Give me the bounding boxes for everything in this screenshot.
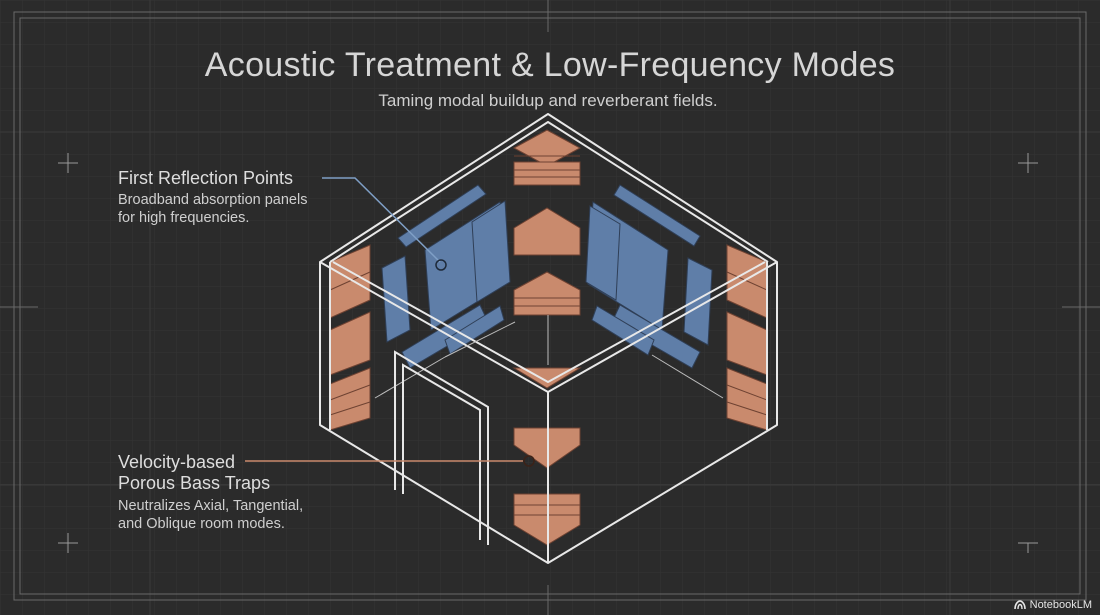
callout-bass-traps-title-line: Porous Bass Traps bbox=[118, 473, 271, 493]
brand-watermark: NotebookLM bbox=[1013, 599, 1092, 611]
panel-left-back-wall bbox=[381, 184, 511, 369]
corner-crosshairs bbox=[58, 153, 1038, 553]
panel-right-back-wall bbox=[585, 184, 713, 369]
brand-label: NotebookLM bbox=[1029, 599, 1092, 611]
bass-trap-left-column bbox=[329, 244, 371, 431]
bass-trap-mid-center bbox=[513, 271, 581, 316]
page-title: Acoustic Treatment & Low-Frequency Modes bbox=[204, 46, 896, 84]
callout-bass-traps-description-line: and Oblique room modes. bbox=[118, 516, 285, 532]
door-frame bbox=[394, 350, 489, 545]
callout-bass-traps-title-line: Velocity-based bbox=[118, 452, 236, 472]
bass-trap-top-center bbox=[512, 129, 582, 186]
porous-bass-traps bbox=[329, 129, 768, 546]
bass-trap-upper-center bbox=[513, 207, 581, 256]
callout-reflection-title: First Reflection Points bbox=[118, 168, 294, 188]
bass-trap-right-column bbox=[726, 244, 768, 431]
notebooklm-logo-icon bbox=[1013, 600, 1026, 610]
floor-guide-lines bbox=[374, 315, 724, 399]
callout-reflection-description-line: for high frequencies. bbox=[118, 210, 250, 226]
callout-bass-traps-description-line: Neutralizes Axial, Tangential, bbox=[118, 498, 304, 514]
room-wireframe bbox=[319, 113, 778, 564]
callout-reflection-description-line: Broadband absorption panels bbox=[118, 192, 308, 208]
broadband-absorption-panels bbox=[381, 184, 713, 369]
callout-reflection-description: Broadband absorption panels for high fre… bbox=[118, 191, 307, 227]
callout-leader-bass-traps bbox=[245, 455, 535, 467]
callout-bass-traps-description: Neutralizes Axial, Tangential, and Obliq… bbox=[118, 497, 303, 533]
page-subtitle: Taming modal buildup and reverberant fie… bbox=[378, 91, 718, 110]
callout-bass-traps-title: Velocity-based Porous Bass Traps bbox=[118, 452, 270, 494]
callout-leader-reflection bbox=[322, 177, 447, 271]
